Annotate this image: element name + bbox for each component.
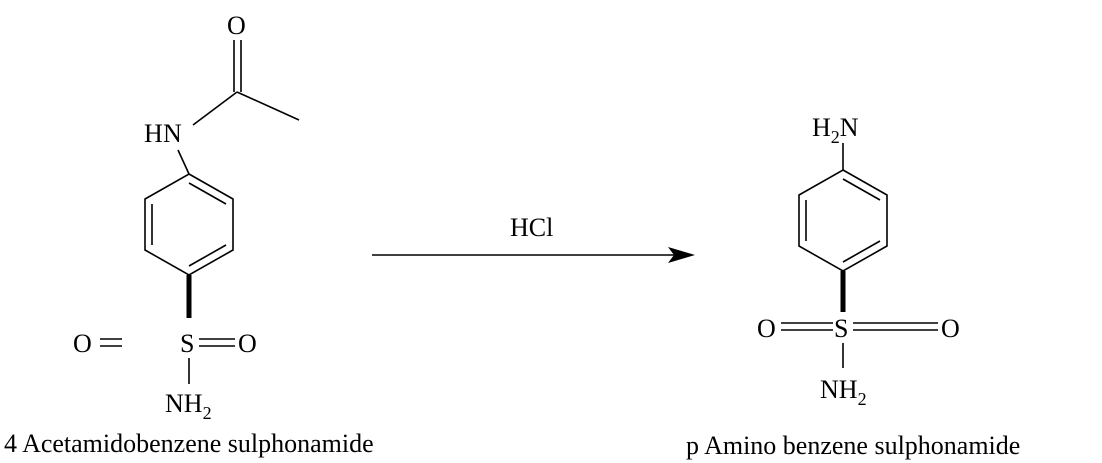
amide-nitrogen: N: [163, 119, 182, 148]
product-oxo-oxygen-right: O: [941, 314, 960, 343]
amine-nitrogen: NH2: [165, 389, 212, 423]
product-name: p Amino benzene sulphonamide: [686, 431, 1020, 460]
product-benzene-ring: [798, 169, 888, 272]
oxo-oxygen-right: O: [238, 329, 257, 358]
product-oxo-oxygen-left: O: [757, 314, 776, 343]
product-ring-inner-bond-1: [842, 178, 881, 201]
bond-carbonylc-methyl: [236, 91, 300, 121]
reaction-arrow: [372, 247, 695, 263]
reactant-structure: O H N O S O NH2: [73, 11, 300, 423]
bond-n-ring: [177, 149, 190, 175]
ring-inner-bond-2: [188, 244, 227, 267]
ring-inner-bond-1: [188, 182, 227, 205]
reagent-label: HCl: [510, 213, 553, 242]
reactant-name: 4 Acetamidobenzene sulphonamide: [4, 429, 374, 458]
product-amine-label: H2N: [812, 113, 859, 147]
amide-hydrogen: H: [144, 119, 163, 148]
bond-n-carbonylc: [192, 91, 238, 126]
product-structure: H2N O S O NH2: [757, 113, 960, 409]
oxo-oxygen-left: O: [73, 329, 92, 358]
product-sulfur-atom: S: [834, 314, 848, 343]
product-ring-inner-bond-2: [842, 240, 881, 263]
arrow-head: [668, 247, 695, 263]
product-sulfonamide-nitrogen: NH2: [820, 375, 867, 409]
carbonyl-oxygen: O: [227, 11, 246, 40]
sulfur-atom: S: [180, 329, 194, 358]
benzene-ring: [144, 173, 234, 276]
